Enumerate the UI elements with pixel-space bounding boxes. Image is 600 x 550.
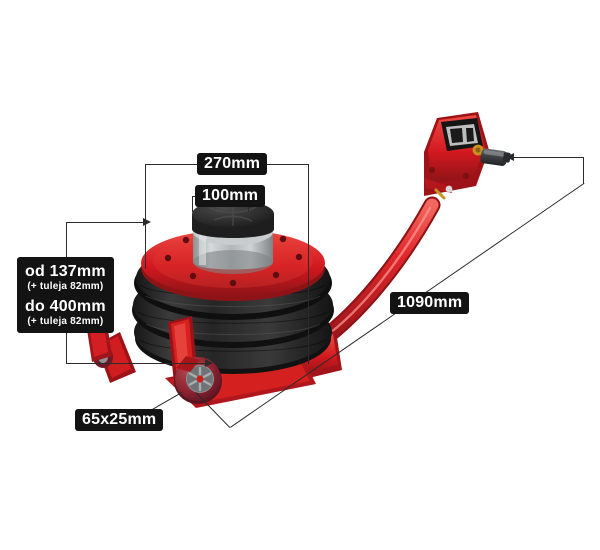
dim-height-min-arrow (143, 218, 151, 226)
dim-height-labels: od 137mm (+ tuleja 82mm) do 400mm (+ tul… (17, 257, 114, 334)
handle-head-valve-block (424, 112, 489, 200)
dim-100-label: 100mm (195, 185, 266, 207)
dim-height-min-arm (66, 222, 146, 223)
dim-1090-label: 1090mm (390, 292, 470, 314)
dim-height-min-label: od 137mm (+ tuleja 82mm) (25, 263, 106, 292)
rubber-lifting-pad (192, 200, 274, 238)
dim-1090-corner (583, 157, 584, 184)
dim-height-max-label: do 400mm (+ tuleja 82mm) (25, 298, 106, 327)
dim-wheel-label: 65x25mm (75, 409, 164, 431)
dim-1090-arrow (506, 153, 514, 161)
dim-100-tick-left (192, 196, 193, 212)
caster-wheel (174, 356, 222, 404)
svg-text:AIR: AIR (368, 217, 390, 238)
dim-270-ext-right (308, 164, 309, 364)
dim-height-max-arrow (205, 359, 213, 367)
dim-height-max-arm (66, 363, 210, 364)
dim-1090-arm (512, 157, 583, 158)
dim-270-label: 270mm (197, 153, 268, 175)
dim-270-ext-left (145, 164, 146, 269)
